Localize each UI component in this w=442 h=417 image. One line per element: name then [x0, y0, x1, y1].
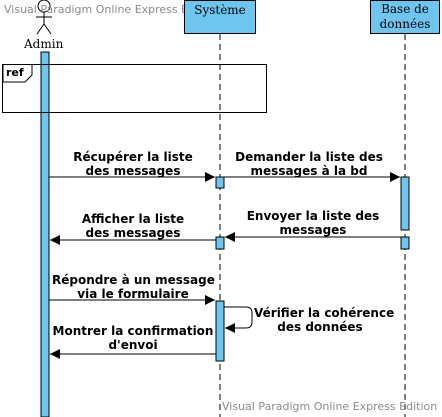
message-envoyer: Envoyer la liste des messages [226, 209, 400, 237]
lifeline-label-bd-line2: données [379, 17, 431, 31]
stick-figure-icon [36, 0, 52, 35]
message-verifier-line1: Vérifier la cohérence [254, 306, 395, 320]
watermark-top: Visual Paradigm Online Express Edition [4, 3, 220, 16]
lifeline-label-systeme: Système [194, 3, 246, 17]
actor-label: Admin [24, 37, 64, 51]
lifeline-label-bd-line1: Base de [381, 2, 429, 16]
message-recuperer-line2: des messages [85, 164, 181, 178]
activation-systeme-3 [215, 300, 225, 362]
arrow-verifier-self [224, 306, 253, 333]
lifeline-head-systeme: Système [184, 0, 256, 34]
message-demander-line1: Demander la liste des [235, 150, 383, 164]
frame-tag-label: ref [6, 66, 24, 79]
message-afficher: Afficher la liste des messages [52, 212, 214, 240]
message-demander-line2: messages à la bd [250, 164, 368, 178]
message-montrer: Montrer la confirmation d'envoi [52, 324, 214, 352]
activation-admin [40, 51, 50, 417]
message-recuperer: Récupérer la liste des messages [52, 150, 214, 178]
message-repondre: Répondre à un message via le formulaire [52, 273, 215, 301]
activation-systeme-2 [215, 236, 225, 250]
activation-bd-1 [400, 176, 410, 231]
message-envoyer-line1: Envoyer la liste des [246, 209, 380, 223]
frame-tag-pentagon [3, 65, 33, 83]
activation-bd-2 [400, 236, 410, 250]
message-envoyer-line2: messages [279, 223, 347, 237]
message-repondre-line1: Répondre à un message [52, 273, 215, 287]
message-recuperer-line1: Récupérer la liste [73, 150, 193, 164]
ref-frame: ref [2, 64, 267, 113]
message-demander: Demander la liste des messages à la bd [226, 150, 392, 178]
message-montrer-line2: d'envoi [108, 338, 158, 352]
message-montrer-line1: Montrer la confirmation [52, 324, 214, 338]
message-verifier: Vérifier la cohérence des données [254, 306, 395, 334]
lifeline-head-bd: Base de données [370, 0, 440, 34]
message-repondre-line2: via le formulaire [77, 287, 189, 301]
watermark-bottom: Visual Paradigm Online Express Edition [222, 400, 438, 413]
message-afficher-line1: Afficher la liste [81, 212, 185, 226]
activation-systeme-1 [215, 176, 225, 189]
message-verifier-line2: des données [277, 320, 363, 334]
message-afficher-line2: des messages [85, 226, 181, 240]
